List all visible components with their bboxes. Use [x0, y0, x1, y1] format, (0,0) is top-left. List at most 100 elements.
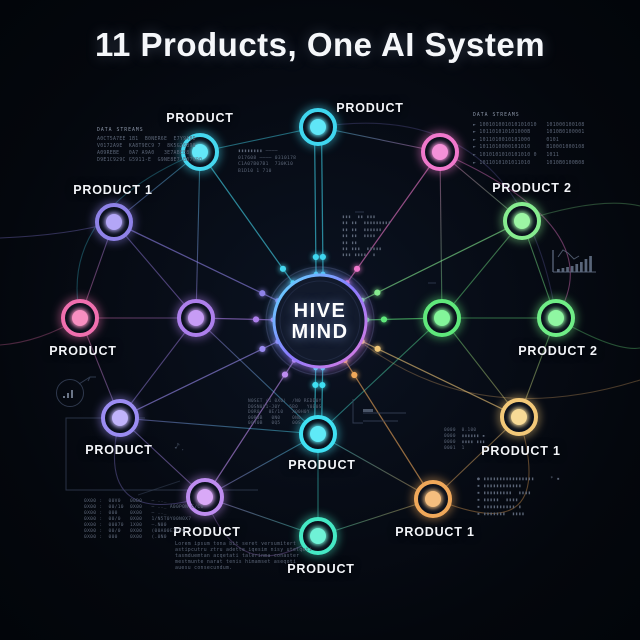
data-streams-right-row: ► 100101001010101010 101000100108 [473, 122, 585, 128]
product-node-n15 [412, 478, 454, 520]
spoke-dot [374, 345, 381, 352]
spoke-dot [281, 371, 289, 378]
node-label-n4: PRODUCT 1 [73, 183, 153, 197]
log-list-row: ▪ ▮▮▮▮▮▮▮▮▮ ▮▮▮▮ [477, 491, 532, 496]
metric-rows-row: 0000 0.100 [444, 428, 477, 433]
spoke-dot [351, 371, 358, 379]
data-streams-left-row: D9E1C929C G5911-E G9NE8E7 B07V90 [97, 158, 203, 163]
music-note-icon: ♪ . [174, 441, 186, 452]
metric-rows-row: 0000 ▮▮▮▮ ▮▮▮ [444, 440, 486, 445]
link-n13-n11 [204, 433, 319, 498]
node-label-n2: PRODUCT [336, 101, 404, 115]
caption-paragraph-row: astipcutru ztru adette iqesim nisy utelq… [175, 548, 313, 553]
curve-link-1 [317, 122, 557, 317]
hex-dump-row: 0X00 : 00/0 0X00 (00A00E7EY0 [84, 529, 186, 534]
node-label-n11: PRODUCT [288, 458, 356, 472]
data-streams-right: DATA STREAMS ► 100101001010101010 1010001… [473, 112, 585, 167]
data-streams-right-row: ► 1010101010101010 0 1011 [473, 152, 560, 158]
hub-label-line2: MIND [291, 321, 349, 343]
node-label-n15: PRODUCT 1 [395, 525, 475, 539]
node-circles [59, 106, 577, 557]
hub-label: HIVE MIND [291, 301, 348, 343]
circuit-icon [352, 399, 406, 424]
spoke-dot [319, 253, 326, 261]
link-n2-n3 [317, 126, 441, 153]
spoke-dot [353, 265, 361, 272]
spoke-dot [259, 345, 266, 353]
link-n1-n7 [195, 151, 201, 319]
log-list-row: ▪ ▮▮▮▮▮▮▮▮▮▮▮▮ [477, 484, 522, 489]
log-list-row: ▪ ▮▮▮▮▮▮▮ ▮▮▮▮ [477, 512, 525, 517]
hub-node [265, 266, 375, 376]
product-node-n11 [297, 413, 339, 455]
status-bars-center-row: ▮▮ ▮▮ ▮▮▮▮▮▮ [342, 227, 382, 233]
link-n11-n15 [317, 433, 434, 500]
data-streams-right-title: DATA STREAMS [473, 113, 520, 118]
product-node-n12 [498, 396, 540, 438]
node-label-n6: PRODUCT [49, 344, 117, 358]
product-node-n10 [99, 397, 141, 439]
spoke-dot [252, 316, 260, 323]
curve-link-0 [439, 151, 571, 317]
node-label-n9: PRODUCT 2 [518, 344, 598, 358]
hex-dump-row: 0X00 : 00070 1X00 –.N00 [84, 523, 167, 528]
log-list-row: ▪ ▮▮▮▮▮▮▮▮▮▮ ▮ [477, 505, 522, 510]
register-rows-row: N0SET (1 0X0) /N0 REDD0Y [248, 399, 322, 404]
status-bars-center-row: ▮▮ ▮▮ [342, 240, 358, 246]
status-bars-center-row: ▮▮▮ ▮▮▮▮ ▮ [342, 253, 376, 259]
node-label-n10: PRODUCT [85, 443, 153, 457]
register-rows-row: D0SN0Y1-J0Y 5B0 Y0E0S [248, 404, 322, 410]
node-label-n12: PRODUCT 1 [481, 444, 561, 458]
curve-link-5 [364, 344, 640, 400]
hub-label-line1: HIVE [293, 300, 347, 322]
status-bars-center-row: ▮▮ ▮▮ ▮▮▮▮▮▮▮▮▮ [342, 221, 392, 227]
log-list-row: ● ▮▮▮▮▮▮▮▮▮▮▮▮▮▮▮▮ * ▪ [477, 477, 560, 482]
register-rows-row: 00R0B 0N0 0N0 [248, 415, 301, 421]
status-bars-center: ▮▮▮ ▮▮ ▮▮▮▮▮ ▮▮ ▮▮▮▮▮▮▮▮▮▮▮ ▮▮ ▮▮▮▮▮▮ ▮▮ … [342, 215, 391, 260]
gauge-icon [56, 379, 84, 407]
telemetry-top-row: 017608 ──── 0310178 [238, 155, 297, 161]
spoke-dot [259, 290, 266, 297]
caption-paragraph-row: Lorem ipsum tona bit seret versumitert [175, 542, 297, 547]
product-node-n1 [179, 131, 221, 173]
register-rows-row: 00Y0B 0Q5 00S [248, 421, 301, 427]
product-node-n4 [93, 201, 135, 243]
telemetry-top-row: C1A07B07B1 730K10 [238, 162, 294, 168]
hex-dump-row: 0X00 : 00/0 0X00 1/N5T0Y00N0X7 [84, 517, 192, 522]
link-n7-n10 [119, 317, 197, 419]
data-streams-right-row: ► 101101010101000B 1010B0100001 [473, 130, 585, 136]
data-streams-left-row: A0CT5A7EE 1B1 B0NER6E E7Y9A8D [97, 137, 196, 142]
frame-diagonal [137, 480, 181, 496]
mini-bar-chart [552, 249, 596, 273]
metric-rows-row: 0000 ▮▮▮▮▮▮ ▪ [444, 434, 486, 439]
register-rows-row: D0R0 0E/10 X00H0Y [248, 410, 310, 416]
product-node-n13 [184, 476, 226, 518]
data-streams-right-row: ► 1011010101011010 1010B0100B08 [473, 160, 585, 166]
curve-link-3 [113, 417, 206, 506]
hex-dump-row: 0X00 : 00/10 0X00 – .._ A00P0N C/C0 [84, 505, 204, 510]
link-n7-n11 [195, 317, 319, 435]
status-bars-center-row: ▮▮▮ ▮▮ ▮▮▮ [342, 215, 376, 220]
page-title: 11 Products, One AI System [94, 26, 546, 63]
hex-dump-row: 0X00 : 000 0X00 (.0N0 [84, 535, 167, 540]
log-list-row: ▪ ▮▮▮▮▮ ▮▮▮▮ [477, 498, 519, 503]
spoke-dot [319, 381, 326, 389]
hex-dump: 0X00 : 00V0 00D0 – .._0X00 : 00/10 0X00 … [84, 499, 204, 541]
node-label-n14: PRODUCT [287, 562, 355, 576]
spoke-dot [312, 253, 319, 261]
spoke-dot [374, 289, 381, 296]
node-label-n13: PRODUCT [173, 525, 241, 539]
product-node-n3 [419, 131, 461, 173]
spoke-dot [380, 316, 388, 323]
link-n4-n7 [113, 221, 197, 319]
curve-link-4 [432, 416, 530, 514]
product-node-n14 [297, 515, 339, 557]
product-node-n7 [175, 297, 217, 339]
link-n8-n11 [317, 317, 443, 435]
